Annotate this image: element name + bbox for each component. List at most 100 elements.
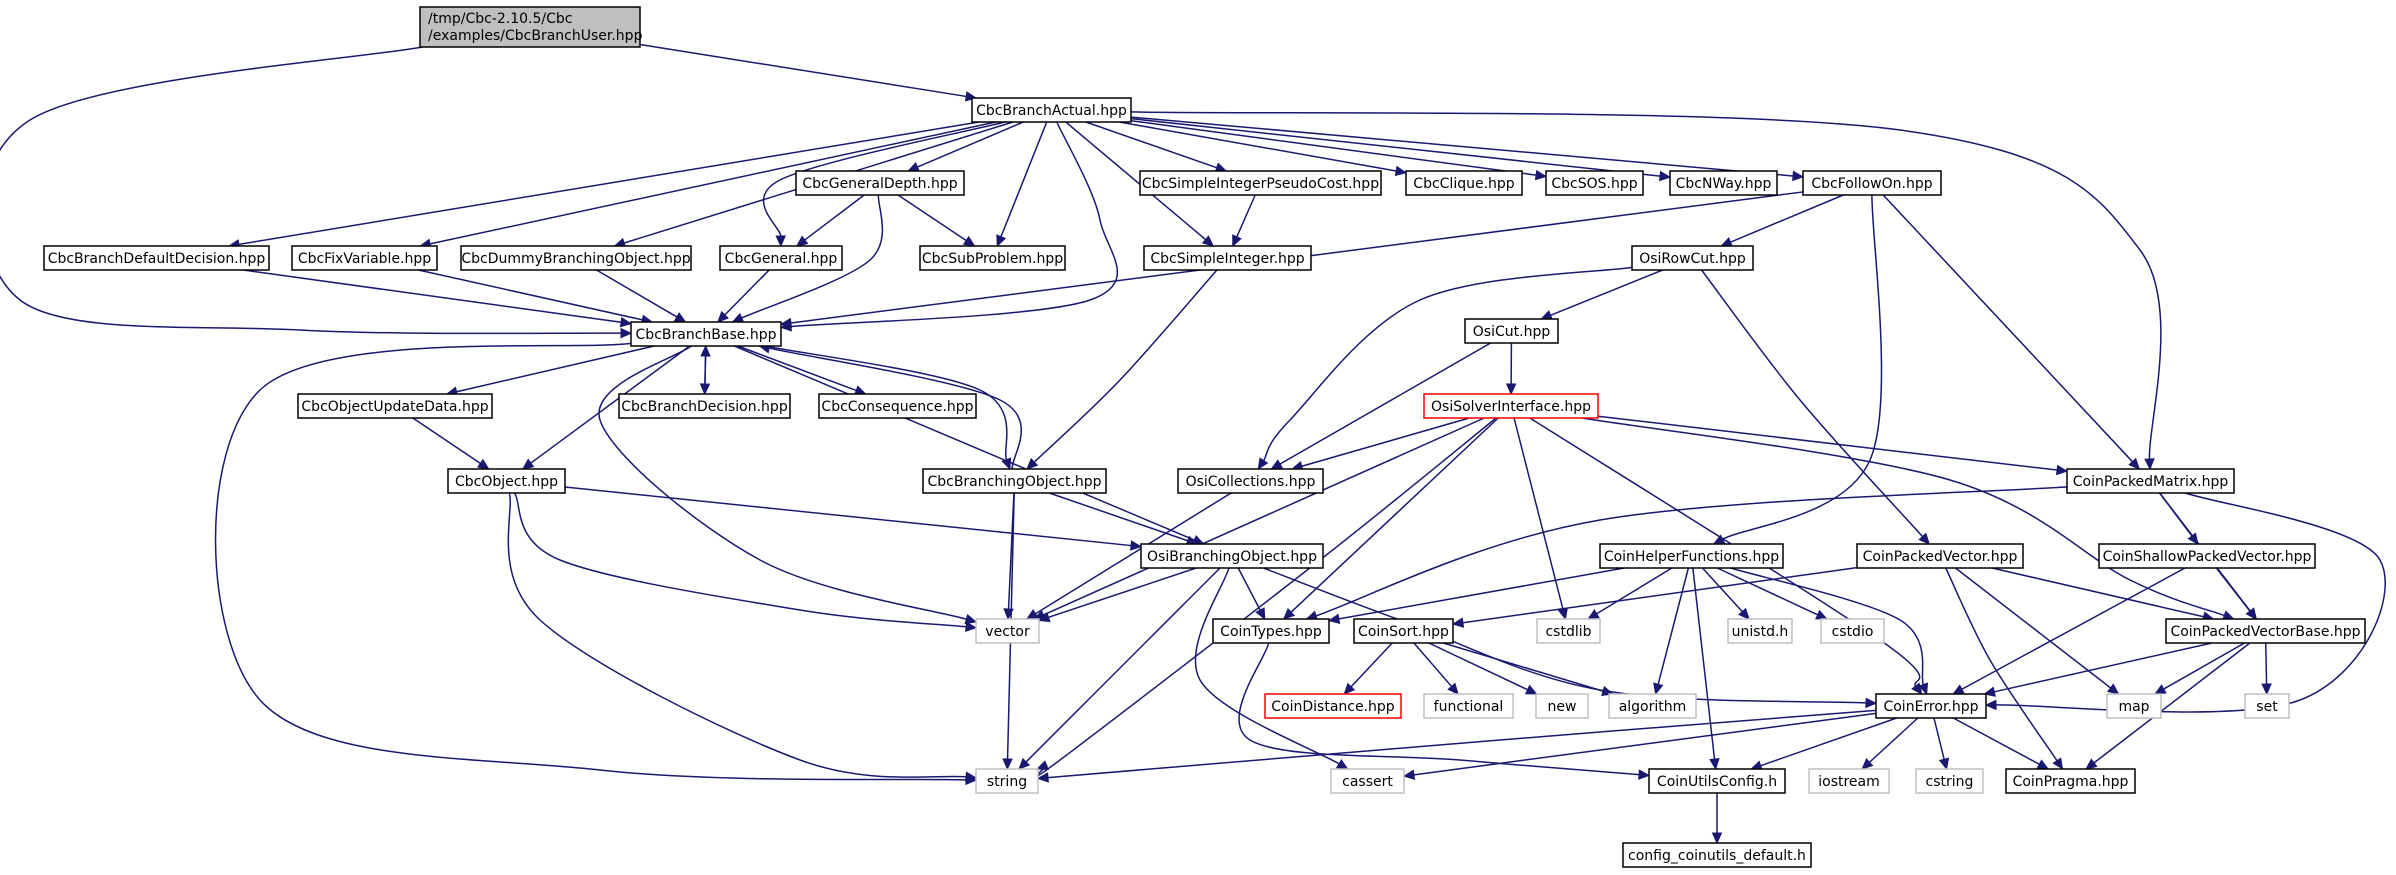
arrowhead-icon: [620, 327, 633, 339]
edge-line: [704, 355, 707, 395]
node-coinsort[interactable]: CoinSort.hpp: [1353, 618, 1454, 644]
node-cbcbranchactual[interactable]: CbcBranchActual.hpp: [971, 97, 1132, 123]
node-box: [1143, 245, 1312, 271]
arrowhead-icon: [2187, 532, 2199, 545]
edge-cbcbranchingobject-to-osibranchingobject: [1049, 492, 1199, 546]
node-cbcbranchingobject[interactable]: CbcBranchingObject.hpp: [922, 468, 1107, 494]
edge-cbcsimpleintegerpseudocost-to-cbcsimpleinteger: [1232, 194, 1256, 248]
edge-coinerror-to-cstring: [1933, 717, 1950, 771]
arrowhead-icon: [1540, 310, 1553, 320]
edge-line: [1961, 567, 2186, 690]
edge-coinpackedvector-to-coinsort: [1451, 566, 1858, 628]
node-cointypes[interactable]: CoinTypes.hpp: [1212, 618, 1330, 644]
node-coinpackedvector[interactable]: CoinPackedVector.hpp: [1856, 543, 2024, 569]
node-coinerror[interactable]: CoinError.hpp: [1875, 693, 1987, 719]
edge-line: [1065, 121, 1207, 241]
edge-cbcbranchbase-to-osibranchingobject: [734, 345, 1205, 545]
arrowhead-icon: [1335, 759, 1349, 770]
node-cbcgeneraldepth[interactable]: CbcGeneralDepth.hpp: [795, 170, 965, 196]
node-cbcbranchdecision[interactable]: CbcBranchDecision.hpp: [618, 393, 791, 419]
edge-root-to-cbcbranchactual: [639, 43, 978, 102]
node-cbcbranchbase[interactable]: CbcBranchBase.hpp: [630, 321, 782, 347]
arrowhead-icon: [1001, 457, 1012, 471]
node-osisolverinterface[interactable]: OsiSolverInterface.hpp: [1423, 393, 1599, 419]
edge-line: [1049, 492, 1188, 542]
node-cbcobjectupdatedata[interactable]: CbcObjectUpdateData.hpp: [297, 393, 493, 419]
node-cbcfixvariable[interactable]: CbcFixVariable.hpp: [291, 245, 438, 271]
node-cbcclique[interactable]: CbcClique.hpp: [1405, 170, 1523, 196]
node-coindistance[interactable]: CoinDistance.hpp: [1264, 693, 1402, 719]
node-cbcnway[interactable]: CbcNWay.hpp: [1669, 170, 1778, 196]
edge-coinsort-to-functional: [1413, 642, 1459, 695]
node-osirowcut[interactable]: OsiRowCut.hpp: [1631, 245, 1754, 271]
edge-line: [429, 121, 996, 245]
node-label: CoinUtilsConfig.h: [1657, 774, 1777, 790]
node-coinshallowpackedvector[interactable]: CoinShallowPackedVector.hpp: [2098, 543, 2316, 569]
node-cbcsubproblem[interactable]: CbcSubProblem.hpp: [919, 245, 1066, 271]
arrowhead-icon: [1025, 608, 1039, 620]
edge-line: [1290, 417, 1499, 613]
node-label: cstdlib: [1545, 624, 1591, 640]
edge-line: [1945, 567, 2058, 762]
edge-line: [1315, 486, 2068, 617]
node-cbcgeneral[interactable]: CbcGeneral.hpp: [719, 245, 843, 271]
arrowhead-icon: [2144, 458, 2155, 471]
node-box: [1669, 170, 1778, 196]
node-coinhelperfunctions[interactable]: CoinHelperFunctions.hpp: [1599, 543, 1784, 569]
edge-cbcfollowon-to-coinpackedmatrix: [1882, 194, 2141, 470]
node-coinpackedvectorbase[interactable]: CoinPackedVectorBase.hpp: [2165, 618, 2366, 644]
node-config-coinutils-default[interactable]: config_coinutils_default.h: [1622, 842, 1812, 868]
node-osicollections[interactable]: OsiCollections.hpp: [1177, 468, 1324, 494]
edge-line: [804, 194, 865, 241]
edge-coinerror-to-coinutilsconfig: [1750, 717, 1898, 771]
node-cbcbranchdefaultdecision[interactable]: CbcBranchDefaultDecision.hpp: [43, 245, 270, 271]
edge-coinhelperfunctions-to-unistd: [1701, 567, 1750, 620]
edge-cbcbranchactual-to-cbcfollowon: [1130, 116, 1805, 182]
edge-root-to-cbcbranchbase: [0, 46, 633, 339]
node-label: CoinSort.hpp: [1358, 624, 1449, 640]
edge-line: [1882, 194, 2134, 463]
edge-line: [1085, 121, 1217, 169]
node-osibranchingobject[interactable]: OsiBranchingObject.hpp: [1140, 543, 1324, 569]
arrowhead-icon: [1282, 607, 1296, 620]
edge-line: [1035, 492, 1232, 615]
edge-cbcbranchactual-to-cbcclique: [1119, 121, 1408, 177]
edge-line: [790, 121, 1119, 328]
node-cbcsos[interactable]: CbcSOS.hpp: [1545, 170, 1644, 196]
node-label: unistd.h: [1732, 624, 1789, 640]
node-vector: vector: [975, 618, 1040, 644]
node-cbcsimpleinteger[interactable]: CbcSimpleInteger.hpp: [1143, 245, 1312, 271]
node-coinpackedmatrix[interactable]: CoinPackedMatrix.hpp: [2066, 468, 2235, 494]
node-label: cstring: [1926, 774, 1974, 790]
node-box: [1405, 170, 1523, 196]
edge-coinutilsconfig-to-config-coinutils-default: [1711, 793, 1723, 845]
edge-osibranchingobject-to-string: [1018, 567, 1221, 770]
node-cbcobject[interactable]: CbcObject.hpp: [447, 468, 566, 494]
node-coinpragma[interactable]: CoinPragma.hpp: [2005, 768, 2136, 794]
node-unistd: unistd.h: [1727, 618, 1793, 644]
edge-cbcbranchactual-to-cbcsimpleintegerpseudocost: [1085, 121, 1228, 173]
arrowhead-icon: [1587, 609, 1600, 620]
node-cbcdummybranchingobject[interactable]: CbcDummyBranchingObject.hpp: [460, 245, 692, 271]
node-cbcconsequence[interactable]: CbcConsequence.hpp: [818, 393, 977, 419]
edge-line: [737, 345, 857, 392]
node-label: CbcConsequence.hpp: [821, 399, 973, 415]
node-osicut[interactable]: OsiCut.hpp: [1464, 318, 1559, 344]
node-cbcsimpleintegerpseudocost[interactable]: CbcSimpleIntegerPseudoCost.hpp: [1139, 170, 1382, 196]
arrowhead-icon: [1343, 682, 1356, 695]
arrowhead-icon: [1327, 613, 1341, 625]
node-cbcfollowon[interactable]: CbcFollowOn.hpp: [1802, 170, 1942, 196]
node-box: [1139, 170, 1382, 196]
node-label: CbcGeneralDepth.hpp: [802, 176, 957, 192]
edge-line: [764, 345, 1008, 460]
edge-line: [1952, 717, 2040, 765]
edge-coinerror-to-cassert: [1402, 712, 1877, 780]
edge-line: [1301, 417, 1470, 467]
edge-osisolverinterface-to-osicollections: [1291, 417, 1470, 472]
node-root[interactable]: /tmp/Cbc-2.10.5/Cbc/examples/CbcBranchUs…: [419, 6, 643, 48]
node-box: [922, 468, 1107, 494]
arrowhead-icon: [1232, 234, 1242, 248]
node-cassert: cassert: [1330, 768, 1405, 794]
arrowhead-icon: [1505, 383, 1517, 396]
node-coinutilsconfig[interactable]: CoinUtilsConfig.h: [1648, 768, 1786, 794]
